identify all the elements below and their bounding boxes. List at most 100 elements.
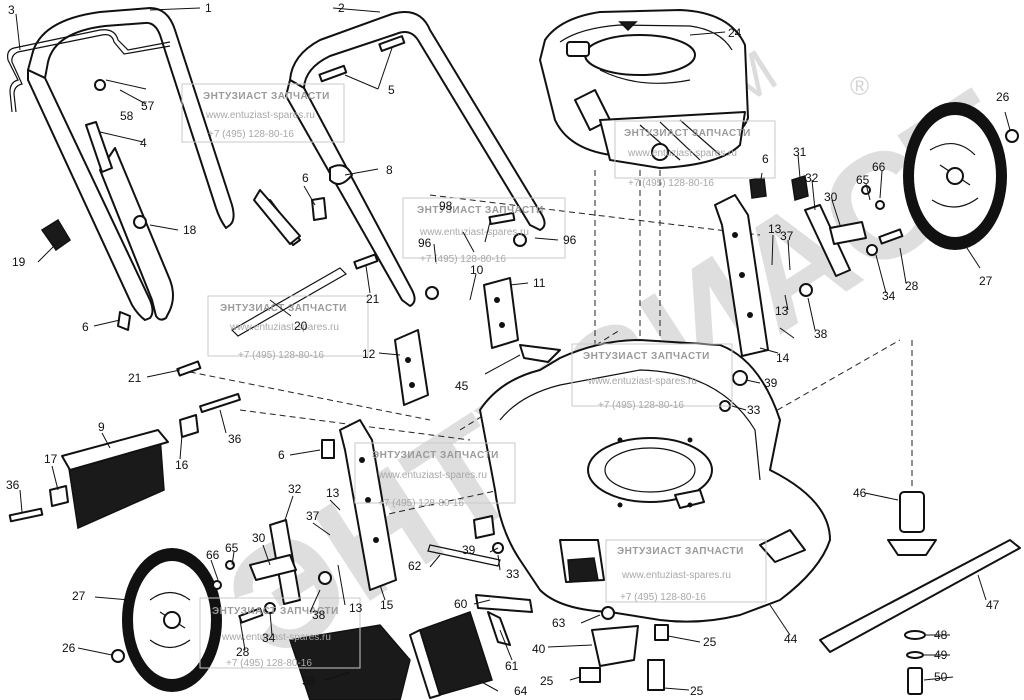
wm-box-6-title: ЭНТУЗИАСТ ЗАПЧАСТИ: [372, 450, 499, 461]
callout-number-34: 34: [262, 631, 276, 645]
callout-number-61: 61: [505, 659, 519, 673]
callout-number-66: 66: [206, 548, 220, 562]
callout-number-21: 21: [366, 292, 380, 306]
wm-box-8-phone: +7 (495) 128-80-16: [226, 658, 312, 669]
callout-number-47: 47: [986, 598, 1000, 612]
watermark-box-6: ЭНТУЗИАСТ ЗАПЧАСТИ www.entuziast-spares.…: [354, 442, 516, 509]
wm-box-5-title: ЭНТУЗИАСТ ЗАПЧАСТИ: [583, 351, 710, 362]
callout-number-48: 48: [934, 628, 948, 642]
callout-number-66: 66: [872, 160, 886, 174]
callout-number-44: 44: [784, 632, 798, 646]
callout-number-58: 58: [120, 109, 134, 123]
callout-number-39: 39: [764, 376, 778, 390]
callout-number-62: 62: [408, 559, 422, 573]
rods-part-20-62: [231, 267, 501, 567]
callout-number-63: 63: [552, 616, 566, 630]
callout-number-39: 39: [462, 543, 476, 557]
rear-flap-part-9: [61, 429, 169, 530]
callout-number-32: 32: [288, 482, 302, 496]
callout-number-5: 5: [388, 83, 395, 97]
callout-number-12: 12: [362, 347, 376, 361]
wm-box-7-phone: +7 (495) 128-80-16: [620, 592, 706, 603]
wm-box-1-title: ЭНТУЗИАСТ ЗАПЧАСТИ: [203, 91, 330, 102]
blade-adapter-part-46: [887, 491, 937, 556]
watermark-box-2: ЭНТУЗИАСТ ЗАПЧАСТИ www.entuziast-spares.…: [614, 120, 776, 189]
hardware-bolts: [8, 35, 1019, 691]
callout-number-36: 36: [228, 432, 242, 446]
callout-number-9: 9: [98, 420, 105, 434]
callout-number-33: 33: [506, 567, 520, 581]
height-adjuster-bracket-left-15: [339, 419, 397, 591]
wm-box-7-title: ЭНТУЗИАСТ ЗАПЧАСТИ: [617, 546, 744, 557]
mulch-cover-part-64: [409, 611, 493, 699]
callout-number-96: 96: [563, 233, 577, 247]
callout-number-27: 27: [979, 274, 993, 288]
wm-box-6-phone: +7 (495) 128-80-16: [378, 498, 464, 509]
wm-box-1-phone: +7 (495) 128-80-16: [208, 129, 294, 140]
wm-box-4-website: www.entuziast-spares.ru: [229, 322, 339, 333]
wm-box-3-phone: +7 (495) 128-80-16: [420, 254, 506, 265]
wm-box-2-website: www.entuziast-spares.ru: [627, 148, 737, 159]
callout-number-65: 65: [856, 173, 870, 187]
callout-number-6: 6: [762, 152, 769, 166]
callout-number-6: 6: [82, 320, 89, 334]
callout-number-30: 30: [252, 531, 266, 545]
callout-number-38: 38: [814, 327, 828, 341]
callout-number-36: 36: [6, 478, 20, 492]
upper-handle-part-2: [285, 11, 546, 307]
callout-number-33: 33: [747, 403, 761, 417]
wm-box-3-title: ЭНТУЗИАСТ ЗАПЧАСТИ: [417, 205, 544, 216]
callout-number-19: 19: [12, 255, 26, 269]
callout-number-8: 8: [386, 163, 393, 177]
callout-number-59: 59: [302, 674, 316, 688]
callout-number-49: 49: [934, 648, 948, 662]
callout-leaders: [15, 7, 1011, 692]
callout-number-18: 18: [183, 223, 197, 237]
callout-number-13: 13: [775, 304, 789, 318]
blade-hardware-48-50: [904, 630, 926, 695]
axle-levers: [249, 204, 867, 605]
wm-box-4-phone: +7 (495) 128-80-16: [238, 350, 324, 361]
callout-number-45: 45: [455, 379, 469, 393]
callout-number-13: 13: [349, 601, 363, 615]
wm-box-2-title: ЭНТУЗИАСТ ЗАПЧАСТИ: [624, 128, 751, 139]
wm-box-5-website: www.entuziast-spares.ru: [587, 376, 697, 387]
callout-number-17: 17: [44, 452, 58, 466]
callout-number-27: 27: [72, 589, 86, 603]
callout-number-6: 6: [278, 448, 285, 462]
callout-number-14: 14: [776, 351, 790, 365]
control-bar-part-3: [7, 29, 171, 113]
callout-number-1: 1: [205, 1, 212, 15]
wm-box-3-website: www.entuziast-spares.ru: [419, 227, 529, 238]
callout-number-21: 21: [128, 371, 142, 385]
callout-number-64: 64: [514, 684, 528, 698]
callout-number-37: 37: [780, 229, 794, 243]
callout-number-34: 34: [882, 289, 896, 303]
callout-number-3: 3: [8, 3, 15, 17]
wm-box-4-title: ЭНТУЗИАСТ ЗАПЧАСТИ: [220, 303, 347, 314]
watermark-box-4: ЭНТУЗИАСТ ЗАПЧАСТИ www.entuziast-spares.…: [207, 295, 369, 361]
wm-box-8-website: www.entuziast-spares.ru: [221, 632, 331, 643]
brackets-part-11-12: [394, 277, 519, 406]
wm-box-5-phone: +7 (495) 128-80-16: [598, 400, 684, 411]
watermark-box-8: ЭНТУЗИАСТ ЗАПЧАСТИ www.entuziast-spares.…: [199, 597, 361, 669]
callout-number-38: 38: [312, 608, 326, 622]
callout-number-37: 37: [306, 509, 320, 523]
wm-box-6-website: www.entuziast-spares.ru: [377, 470, 487, 481]
callout-number-11: 11: [533, 276, 546, 290]
watermark-box-1: ЭНТУЗИАСТ ЗАПЧАСТИ www.entuziast-spares.…: [181, 83, 345, 143]
callout-number-4: 4: [140, 136, 147, 150]
rear-wheel-right-part-27: [903, 102, 1007, 250]
callout-number-40: 40: [532, 642, 546, 656]
callout-number-24: 24: [728, 26, 742, 40]
engine-part-24: [539, 9, 749, 169]
watermark-box-5: ЭНТУЗИАСТ ЗАПЧАСТИ www.entuziast-spares.…: [571, 343, 733, 411]
callout-number-16: 16: [175, 458, 189, 472]
wm-box-7-website: www.entuziast-spares.ru: [621, 570, 731, 581]
callout-number-31: 31: [793, 145, 807, 159]
wm-box-8-title: ЭНТУЗИАСТ ЗАПЧАСТИ: [212, 606, 339, 617]
callout-number-10: 10: [470, 263, 484, 277]
callout-number-96: 96: [418, 236, 432, 250]
